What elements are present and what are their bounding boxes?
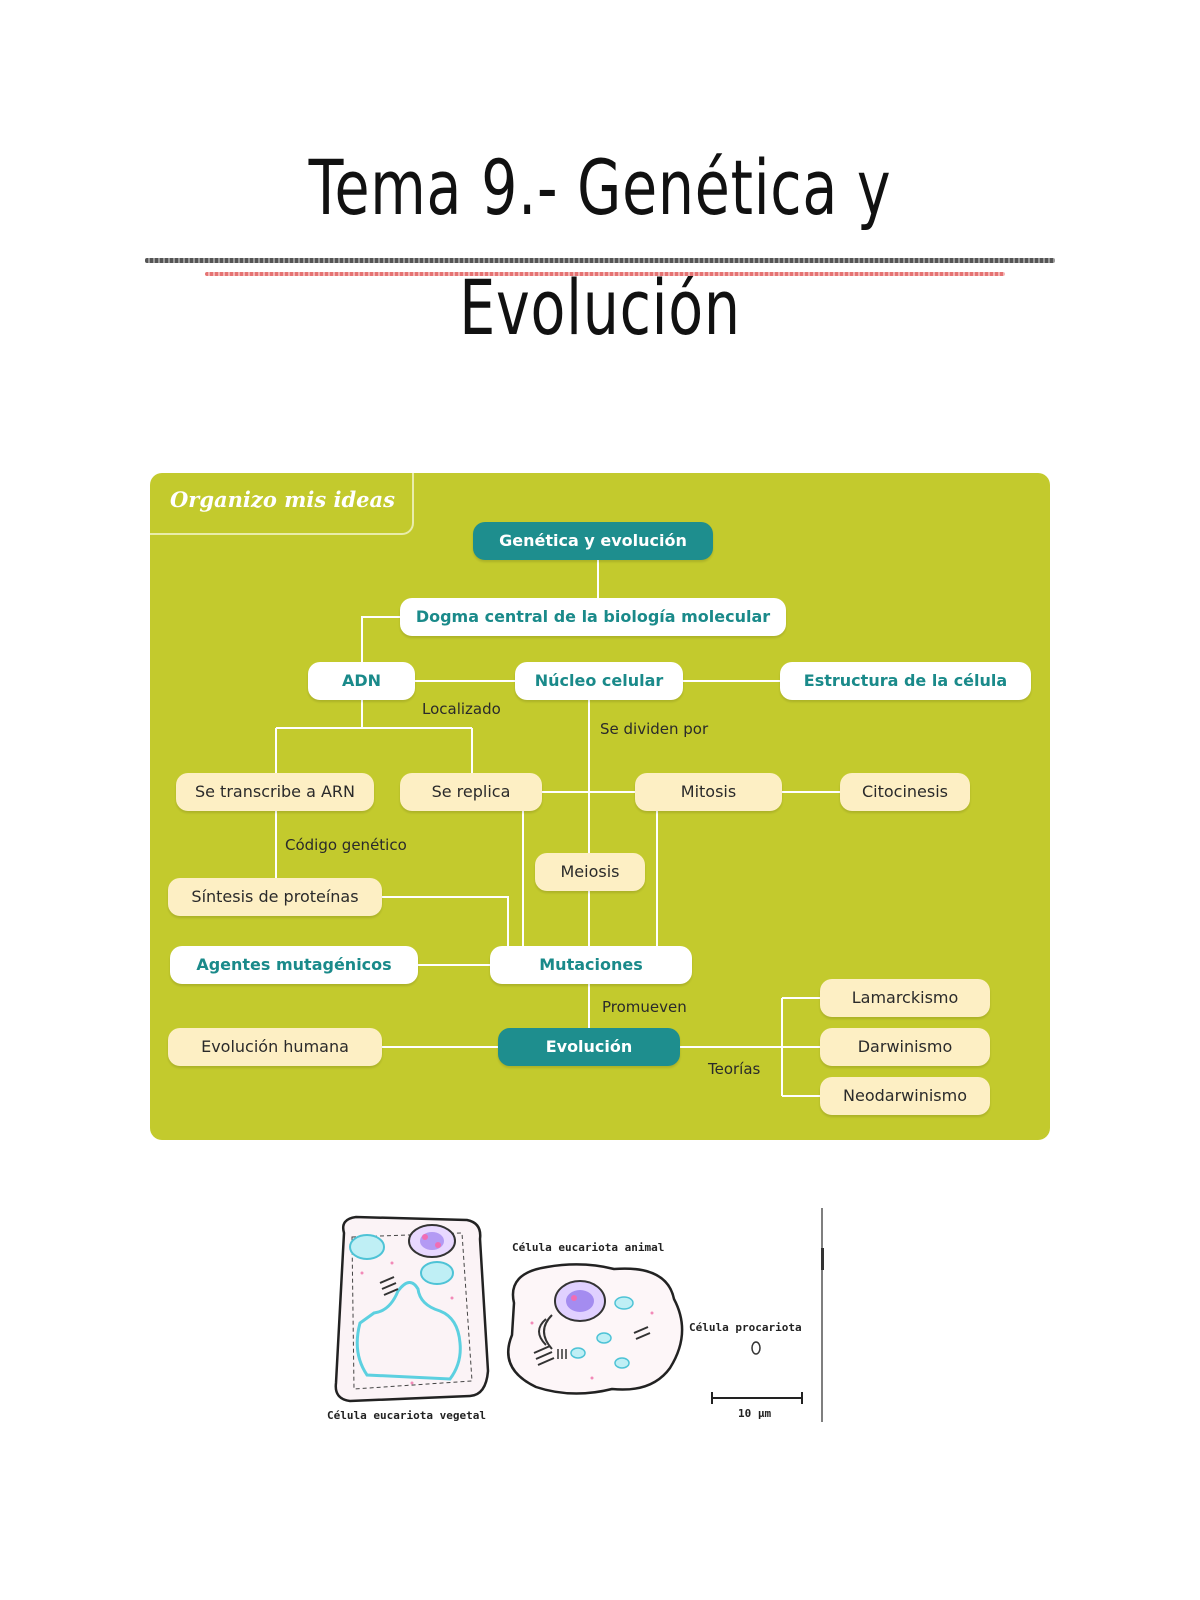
animal-cell-drawing (507, 1263, 684, 1395)
node-genetica-evolucion: Genética y evolución (473, 522, 713, 560)
title-underline (145, 258, 1055, 263)
node-adn: ADN (308, 662, 415, 700)
node-lamarckismo: Lamarckismo (820, 979, 990, 1017)
caption-plant-cell: Célula eucariota vegetal (327, 1409, 486, 1422)
node-mitosis: Mitosis (635, 773, 782, 811)
node-mutaciones: Mutaciones (490, 946, 692, 984)
node-estructura-celula: Estructura de la célula (780, 662, 1031, 700)
concept-map-connectors (275, 559, 840, 1097)
node-dogma-central: Dogma central de la biología molecular (400, 598, 786, 636)
concept-map-panel: Organizo mis ideas Genética y evolución … (150, 473, 1050, 1140)
node-darwinismo: Darwinismo (820, 1028, 990, 1066)
edge-label-se-dividen-por: Se dividen por (600, 720, 709, 738)
node-citocinesis: Citocinesis (840, 773, 970, 811)
edge-label-teorias: Teorías (708, 1060, 761, 1078)
panel-header: Organizo mis ideas (170, 487, 395, 512)
node-nucleo-celular: Núcleo celular (515, 662, 683, 700)
cell-types-figure: Célula eucariota animal Célula eucariota… (322, 1203, 824, 1427)
title-underline-accent (205, 272, 1005, 276)
cell-drawings: Célula eucariota animal Célula eucariota… (322, 1203, 824, 1427)
node-agentes-mutagenicos: Agentes mutagénicos (170, 946, 418, 984)
edge-label-promueven: Promueven (602, 998, 687, 1016)
scale-bar (711, 1392, 803, 1404)
connector-sintesis-mutaciones (382, 896, 509, 948)
edge-label-localizado: Localizado (422, 700, 501, 718)
node-se-replica: Se replica (400, 773, 542, 811)
node-meiosis: Meiosis (535, 853, 645, 891)
node-neodarwinismo: Neodarwinismo (820, 1077, 990, 1115)
plant-cell-drawing (334, 1215, 490, 1403)
node-sintesis-proteinas: Síntesis de proteínas (168, 878, 382, 916)
page-title: Tema 9.- Genética y Evolución (308, 143, 892, 352)
edge-label-codigo-genetico: Código genético (285, 836, 407, 854)
prokaryote-drawing (751, 1341, 761, 1355)
connector-adn-branches (275, 700, 473, 773)
node-evolucion: Evolución (498, 1028, 680, 1066)
panel-header-tab: Organizo mis ideas (150, 473, 414, 535)
node-evolucion-humana: Evolución humana (168, 1028, 382, 1066)
caption-scale-bar: 10 µm (738, 1407, 771, 1420)
connector-evolucion-teorias (680, 997, 820, 1097)
caption-prokaryote-cell: Célula procariota (689, 1321, 802, 1334)
node-transcribe-arn: Se transcribe a ARN (176, 773, 374, 811)
connector-dogma-adn (361, 616, 400, 662)
caption-animal-cell: Célula eucariota animal (512, 1241, 664, 1254)
